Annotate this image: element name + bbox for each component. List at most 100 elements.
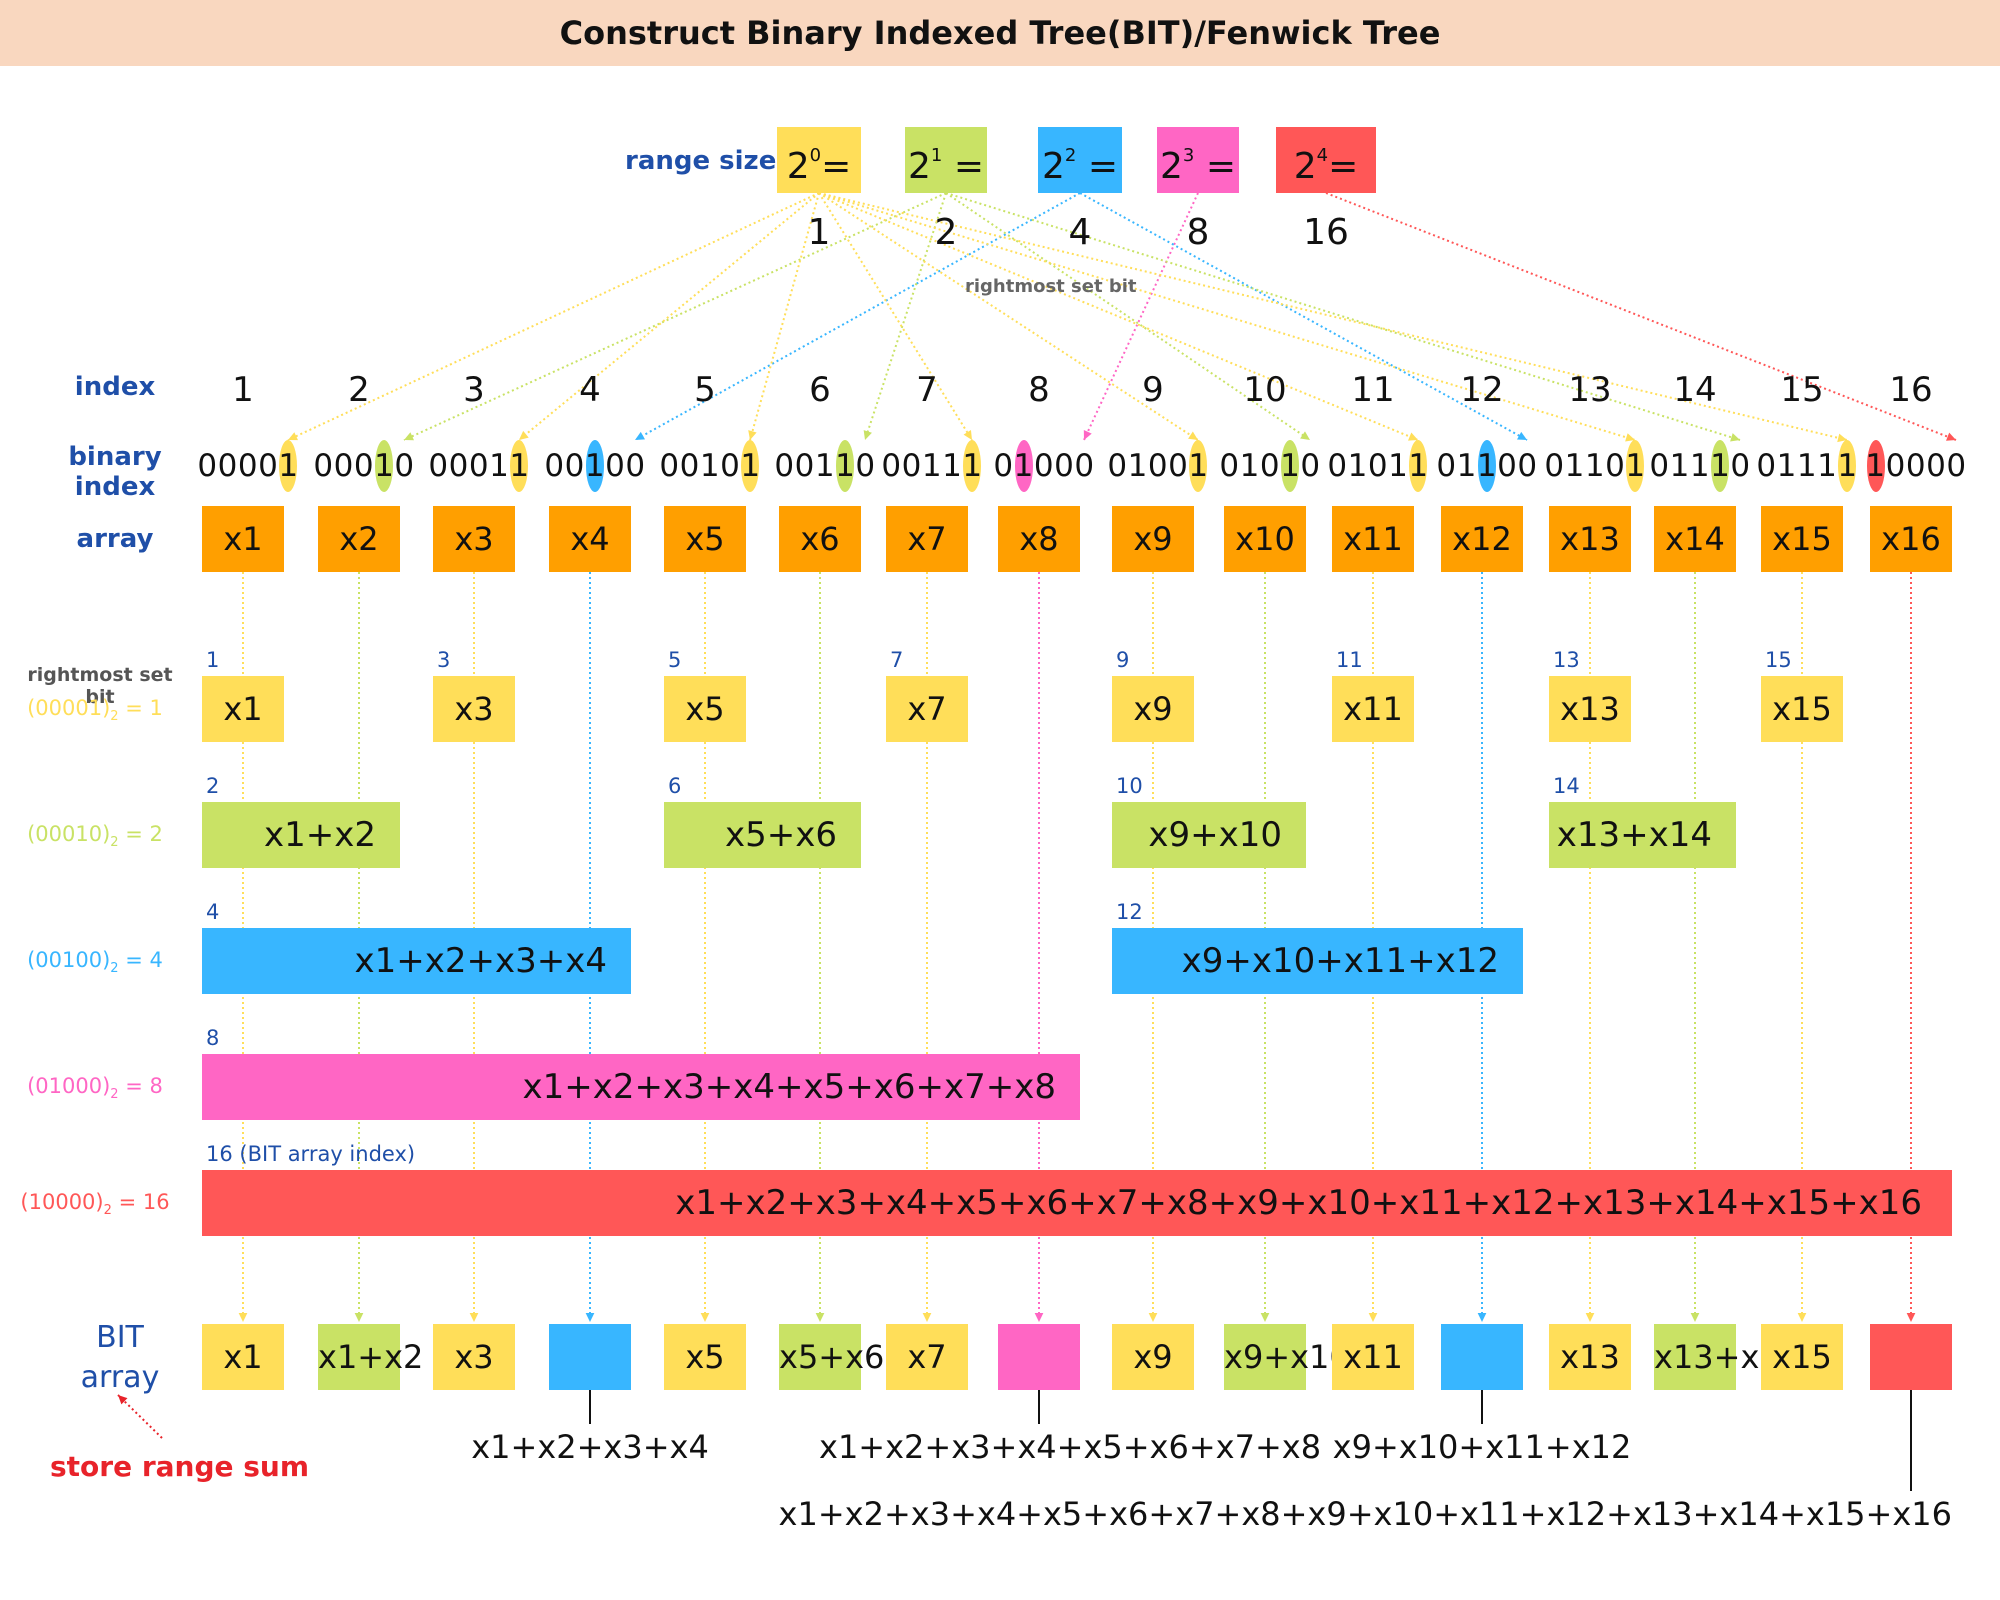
- level-label-1: (00010)2 = 2: [0, 822, 190, 850]
- range-size-label: range size: [625, 146, 777, 176]
- range-connector-9-arrow: [1188, 431, 1198, 440]
- range-connector-6-arrow: [863, 430, 872, 440]
- rightmost-set-bit: 1: [1408, 440, 1428, 492]
- array-cell-5: x5: [664, 506, 746, 572]
- level-label-0: (00001)2 = 1: [0, 696, 190, 724]
- binary-suffix: 0: [1730, 448, 1751, 484]
- level-base: 2: [103, 1203, 112, 1219]
- range-connector-8-arrow: [1083, 430, 1092, 440]
- binary-index-row-label: binary index: [68, 442, 162, 502]
- range-connector-14-arrow: [1730, 433, 1740, 442]
- range-connector-9: [818, 192, 1199, 441]
- index-label-1: 1: [232, 370, 254, 410]
- page-title: Construct Binary Indexed Tree(BIT)/Fenwi…: [559, 14, 1441, 52]
- level-base: 2: [110, 961, 119, 977]
- range-size-box-2: 22 = 4: [1038, 127, 1122, 253]
- range-size-value: = 1: [807, 146, 852, 253]
- binary-prefix: 0100: [1107, 448, 1189, 484]
- rightmost-set-bit: 1: [278, 440, 298, 492]
- vertical-connector-9-arrow: [1148, 1312, 1158, 1322]
- range-connector-10: [945, 192, 1311, 441]
- range-bar-2: x1+x2: [202, 802, 400, 868]
- bar-number-1: 1: [206, 648, 220, 672]
- binary-suffix: 0000: [1885, 448, 1967, 484]
- range-size-value: = 2: [934, 146, 984, 253]
- array-cell-8: x8: [998, 506, 1080, 572]
- index-label-4: 4: [579, 370, 601, 410]
- bar-number-13: 13: [1553, 648, 1580, 672]
- bit-cell-14: x13+x14: [1654, 1324, 1800, 1390]
- array-cell-4: x4: [549, 506, 631, 572]
- array-cell-1: x1: [202, 506, 284, 572]
- bit-sum-label-8: x1+x2+x3+x4+x5+x6+x7+x8: [819, 1428, 1322, 1466]
- bit-cell-1: x1: [202, 1324, 284, 1390]
- rightmost-set-bit: 1: [740, 440, 761, 492]
- vertical-connector-5-arrow: [700, 1312, 710, 1322]
- vertical-connector-16-arrow: [1906, 1312, 1916, 1322]
- index-label-12: 12: [1460, 370, 1504, 410]
- binary-prefix: 010: [1219, 448, 1281, 484]
- bar-number-8: 8: [206, 1026, 220, 1050]
- rightmost-set-bit: 1: [1710, 440, 1731, 492]
- range-bar-15: x15: [1761, 676, 1843, 742]
- level-value: = 16: [111, 1190, 170, 1214]
- range-size-base: 2: [908, 146, 931, 187]
- range-size-base: 2: [786, 146, 810, 187]
- index-row-label: index: [74, 372, 156, 402]
- range-bar-5: x5: [664, 676, 746, 742]
- array-cell-7: x7: [886, 506, 968, 572]
- bar-number-12: 12: [1116, 900, 1143, 924]
- bar-number-4: 4: [206, 900, 220, 924]
- level-label-2: (00100)2 = 4: [0, 948, 190, 976]
- vertical-connector-15-arrow: [1797, 1312, 1807, 1322]
- level-value: = 8: [118, 1074, 163, 1098]
- array-cell-2: x2: [318, 506, 400, 572]
- rightmost-set-bit: 1: [1837, 440, 1857, 492]
- store-arrow: [117, 1394, 163, 1439]
- rightmost-set-bit: 1: [1280, 440, 1300, 492]
- vertical-connector-3-arrow: [469, 1312, 479, 1322]
- index-label-5: 5: [694, 370, 716, 410]
- vertical-connector-2-arrow: [354, 1312, 364, 1322]
- index-label-15: 15: [1780, 370, 1824, 410]
- level-binary: (00010): [27, 822, 111, 846]
- set-bit-digit: 1: [509, 448, 530, 484]
- binary-prefix: 0011: [881, 448, 963, 484]
- index-label-2: 2: [348, 370, 370, 410]
- set-bit-digit: 1: [1188, 448, 1209, 484]
- binary-prefix: 0001: [428, 448, 510, 484]
- bit-cell-12: [1441, 1324, 1523, 1390]
- set-bit-digit: 1: [1710, 448, 1731, 484]
- set-bit-digit: 1: [1625, 448, 1646, 484]
- bit-cell-5: x5: [664, 1324, 746, 1390]
- bit-cell-11: x11: [1332, 1324, 1414, 1390]
- array-cell-10: x10: [1224, 506, 1306, 572]
- array-cell-6: x6: [779, 506, 861, 572]
- level-base: 2: [110, 709, 119, 725]
- range-bar-6: x5+x6: [664, 802, 861, 868]
- range-connector-15-arrow: [1837, 433, 1847, 443]
- range-size-box-3: 23 = 8: [1157, 127, 1239, 253]
- range-connector-5-arrow: [748, 430, 757, 440]
- range-size-box-0: 20= 1: [777, 127, 861, 253]
- title-bar: [0, 0, 2000, 66]
- set-bit-digit: 1: [740, 448, 761, 484]
- binary-prefix: 0010: [659, 448, 741, 484]
- range-size-value: = 8: [1186, 146, 1236, 253]
- rightmost-set-bit: 1: [962, 440, 982, 492]
- range-size-box-1: 21 = 2: [905, 127, 987, 253]
- range-bar-3: x3: [433, 676, 515, 742]
- binary-prefix: 0110: [1544, 448, 1626, 484]
- binary-suffix: 0: [1300, 448, 1321, 484]
- vertical-connector-8-arrow: [1034, 1312, 1044, 1322]
